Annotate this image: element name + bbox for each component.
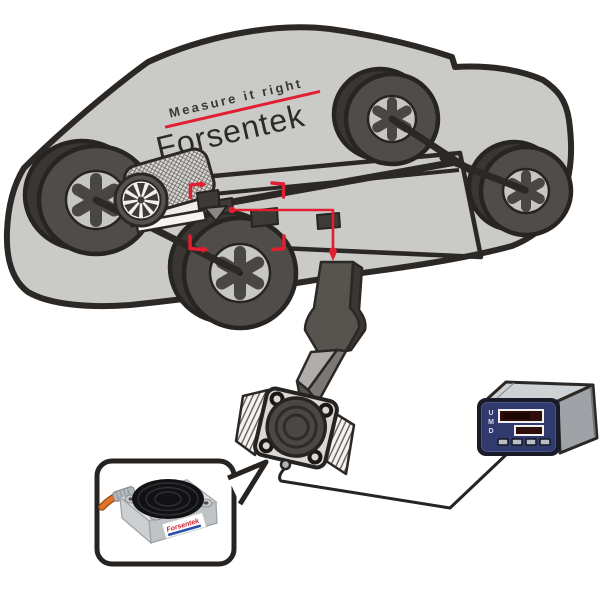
bracket-icon-bottom-right <box>271 234 286 252</box>
sensor-pad-ring <box>274 405 318 449</box>
leader-arrowhead <box>329 253 337 261</box>
display-box-top-seam <box>494 382 515 401</box>
bracket-icon-top-left <box>188 182 203 200</box>
photo-label-subtext-bar <box>167 524 202 537</box>
bracket-icon-bottom-left <box>188 234 203 252</box>
sensor-cable-connector <box>279 458 292 471</box>
sensor-bolt <box>258 438 274 454</box>
indicator-label: M <box>488 419 494 426</box>
driveshaft <box>206 158 460 210</box>
leader-end-dot <box>329 247 337 255</box>
sensor-bolt <box>307 449 323 465</box>
display-buttons <box>497 438 551 446</box>
bracket-arrowhead <box>202 246 209 253</box>
torque-sensor-cartoon <box>234 386 356 476</box>
display-button <box>539 438 551 446</box>
display-button <box>511 438 523 446</box>
wheel-icon <box>507 170 545 212</box>
display-box-side-edge <box>590 386 596 437</box>
display-button <box>525 438 537 446</box>
photo-rubber-pad <box>132 479 204 519</box>
measurement-highlight <box>188 181 337 261</box>
bracket-arrowhead <box>200 181 207 188</box>
engine-motor <box>113 147 216 234</box>
display-screen2 <box>516 427 542 434</box>
callout-bubble: Forsentek <box>94 458 269 567</box>
driveline-mount <box>204 205 228 222</box>
bubble-tail <box>227 459 269 506</box>
photo-cable-gland <box>112 486 136 502</box>
sensor-photo: Forsentek <box>98 479 218 545</box>
motor-base-foot <box>134 208 208 234</box>
brand-underline <box>164 89 321 129</box>
leader-line <box>230 208 335 250</box>
motor-fan-icon <box>123 183 159 218</box>
driveline-block <box>316 212 341 230</box>
indicator-label: D <box>488 428 493 435</box>
photo-label: Forsentek <box>161 511 207 539</box>
leader-start-dot <box>228 206 236 214</box>
wheel-rear-left <box>331 66 441 167</box>
display-indicator-labels: U M D <box>488 410 494 435</box>
sensor-pad-ring <box>282 413 310 441</box>
display-screen-segment <box>503 413 529 419</box>
photo-pad-ribs <box>137 482 199 516</box>
display-unit: U M D <box>477 380 599 456</box>
display-button <box>497 438 509 446</box>
sensor-ribbed-side-left <box>234 388 270 457</box>
indicator-label: U <box>488 410 493 417</box>
driveline-couplings <box>196 189 341 230</box>
bracket-icon-top-right <box>270 181 286 199</box>
rear-axle-right <box>439 154 529 194</box>
